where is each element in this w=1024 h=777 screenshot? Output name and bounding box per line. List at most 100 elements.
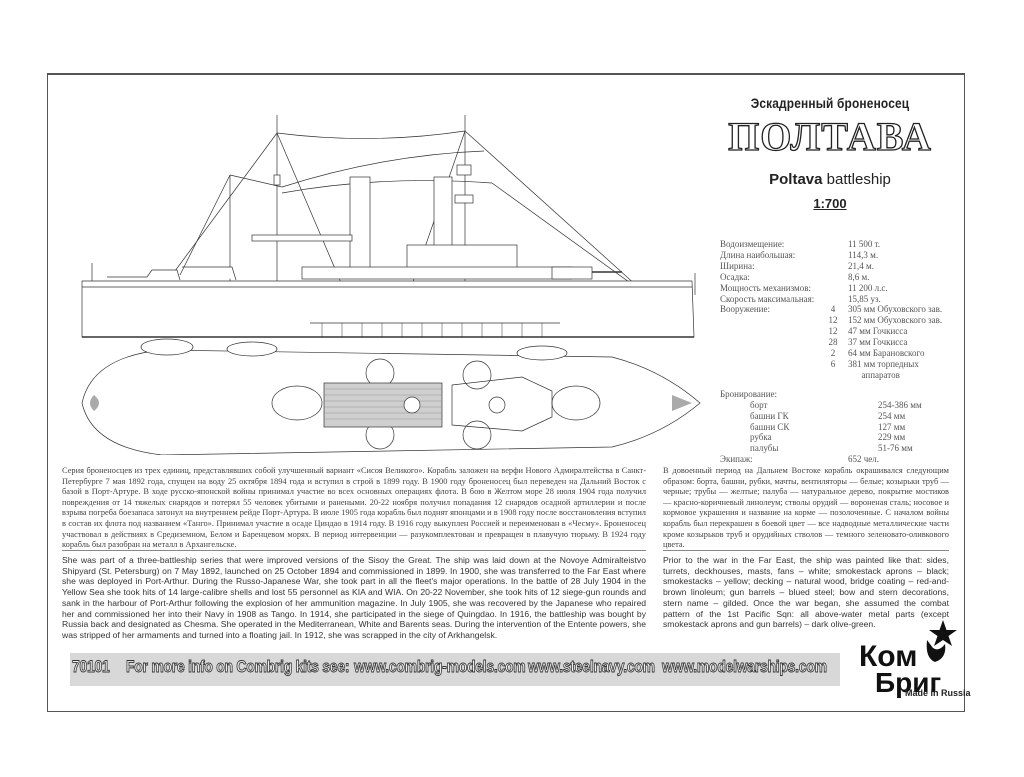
spec-row: Скорость максимальная: 15,85 уз. [720, 294, 965, 305]
spec-value: 37 мм Гочкисса [848, 337, 908, 348]
link-steelnavy[interactable]: www.steelnavy.com [528, 657, 656, 677]
armor-heading: Бронирование: [720, 388, 778, 399]
spec-value: 15,85 уз. [848, 293, 881, 304]
spec-row: 12 152 мм Обуховского зав. [720, 315, 965, 326]
spec-qty [818, 250, 848, 261]
ship-name-en: Poltava battleship [700, 171, 960, 188]
page-frame [47, 73, 965, 712]
spec-qty [818, 239, 848, 250]
combrig-logo: Ком Бриг Made in Russia [855, 618, 971, 710]
kit-number: 70101 [72, 657, 111, 677]
title-block: Эскадренный броненосец ПОЛТАВА Poltava b… [700, 95, 960, 211]
spec-qty [818, 370, 848, 381]
spec-value: 381 мм торпедных [848, 358, 919, 369]
spec-label [720, 359, 818, 370]
spec-label: Скорость максимальная: [720, 293, 815, 304]
spec-label: Водоизмещение: [720, 239, 785, 249]
spec-value: 47 мм Гочкисса [848, 326, 908, 337]
spec-value: 11 500 т. [848, 239, 881, 249]
made-in-russia: Made in Russia [905, 688, 971, 698]
spec-value: 114,3 м. [848, 249, 879, 260]
spec-label [720, 348, 818, 359]
star-icon [929, 620, 957, 646]
spec-row: 12 47 мм Гочкисса [720, 326, 965, 337]
colors-en-paragraph: Prior to the war in the Far East, the sh… [663, 555, 949, 630]
divider [62, 550, 646, 551]
spec-value: 305 мм Обуховского зав. [848, 304, 943, 315]
armor-value: 229 мм [878, 432, 906, 443]
armor-row: палубы 51-76 мм [720, 443, 965, 454]
ship-drawing [81, 115, 701, 455]
footer-band: 70101 For more info on Combrig kits see:… [70, 653, 840, 686]
spec-value: 21,4 м. [848, 260, 874, 271]
logo-line2: Бриг [875, 667, 941, 698]
spec-qty: 6 [830, 358, 836, 369]
ship-profile-view [81, 115, 696, 338]
spacer [848, 411, 878, 422]
combrig-logo-mark: Ком Бриг [859, 620, 957, 698]
spec-value: 8,6 м. [848, 271, 870, 282]
spec-row: аппаратов [720, 370, 965, 381]
more-info-label: For more info on Combrig kits see: [126, 657, 350, 677]
crew-row: Экипаж: 652 чел. [720, 454, 965, 465]
spec-label [720, 337, 818, 348]
spec-row: 28 37 мм Гочкисса [720, 337, 965, 348]
divider [663, 550, 949, 551]
armor-row: башни ГК 254 мм [720, 411, 965, 422]
spec-label: Длина наибольшая: [720, 249, 796, 260]
spec-qty: 4 [830, 304, 836, 315]
ship-plan-view [81, 338, 701, 455]
spec-label: Ширина: [720, 260, 755, 271]
spec-label [720, 315, 818, 326]
armor-value: 51-76 мм [878, 443, 913, 454]
armor-label: палубы [750, 443, 779, 454]
crew-value: 652 чел. [848, 454, 880, 465]
spec-row: 6 381 мм торпедных [720, 359, 965, 370]
spec-row: Вооружение: 4 305 мм Обуховского зав. [720, 304, 965, 315]
link-combrig[interactable]: www.combrig-models.com [354, 657, 526, 677]
scale-label: 1:700 [813, 196, 847, 211]
armor-value: 254 мм [878, 410, 906, 421]
spec-qty [818, 283, 848, 294]
spec-row: Водоизмещение: 11 500 т. [720, 239, 965, 250]
spec-label: Вооружение: [720, 304, 770, 315]
spec-qty: 12 [828, 326, 838, 337]
spec-qty [818, 272, 848, 283]
ship-name-ru: ПОЛТАВА [728, 114, 932, 159]
spec-value: 152 мм Обуховского зав. [848, 315, 943, 326]
colors-ru-paragraph: В довоенный период на Дальнем Востоке ко… [663, 466, 949, 550]
crew-label: Экипаж: [720, 454, 753, 465]
armor-label: рубка [750, 432, 772, 443]
armor-row: рубка 229 мм [720, 432, 965, 443]
spec-value: аппаратов [848, 369, 900, 380]
history-ru-paragraph: Серия броненосцев из трех единиц, предст… [62, 466, 646, 550]
armor-label: башни ГК [750, 410, 789, 421]
armor-label: борт [750, 399, 768, 410]
spec-qty [818, 261, 848, 272]
logo-line1: Ком [859, 640, 917, 673]
spacer [848, 443, 878, 454]
spec-value: 11 200 л.с. [848, 282, 888, 293]
spec-label [720, 326, 818, 337]
spec-qty: 2 [830, 348, 836, 359]
spec-label: Осадка: [720, 271, 750, 282]
spec-label [720, 370, 818, 381]
armor-heading-row: Бронирование: [720, 389, 965, 400]
spec-value: 64 мм Барановского [848, 348, 925, 359]
spacer [818, 454, 848, 465]
history-en-paragraph: She was part of a three-battleship serie… [62, 555, 646, 640]
ship-name-en-bold: Poltava [769, 171, 823, 188]
spec-row: Длина наибольшая: 114,3 м. [720, 250, 965, 261]
link-modelwarships[interactable]: www.modelwarships.com [662, 657, 828, 677]
spec-label: Мощность механизмов: [720, 282, 811, 293]
spacer [848, 422, 878, 433]
spec-qty [818, 294, 848, 305]
ship-name-en-rest: battleship [822, 171, 891, 188]
spec-qty: 12 [828, 315, 838, 326]
helmet-icon [926, 640, 946, 662]
spec-qty: 28 [828, 337, 838, 348]
armor-label: башни СК [750, 421, 790, 432]
title-subtitle-ru: Эскадренный броненосец [750, 95, 910, 111]
